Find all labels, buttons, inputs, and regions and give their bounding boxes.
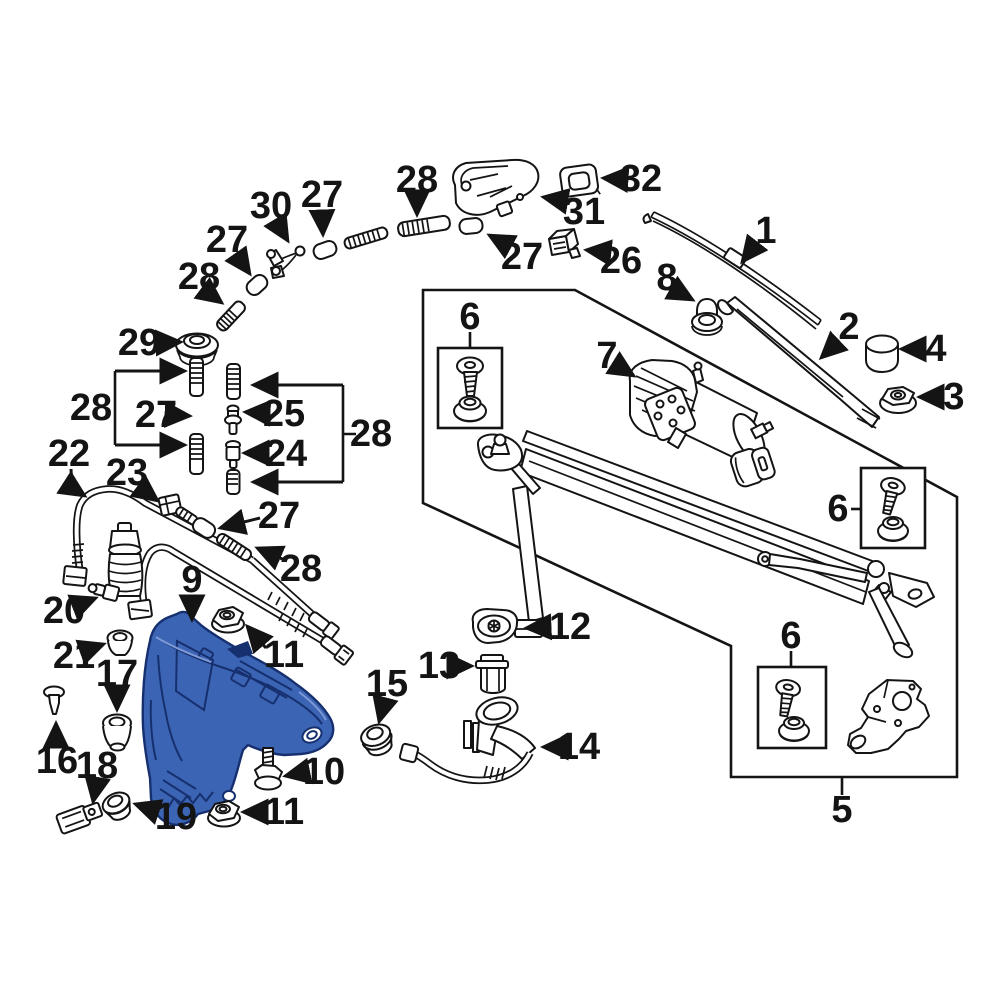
washer-hose-28c bbox=[215, 532, 253, 562]
callout-28-b: 28 bbox=[396, 159, 438, 201]
callout-5: 5 bbox=[831, 789, 852, 831]
hose-segment bbox=[343, 226, 389, 250]
spindle-cap bbox=[865, 334, 899, 373]
callout-11-upper: 11 bbox=[264, 634, 304, 676]
callout-12: 12 bbox=[549, 606, 591, 648]
callout-9: 9 bbox=[181, 559, 202, 601]
hose-stud-left-lower bbox=[189, 433, 204, 475]
callout-16: 16 bbox=[36, 740, 78, 782]
callout-28-right: 28 bbox=[350, 413, 392, 455]
callout-21: 21 bbox=[53, 635, 95, 677]
callout-6-a: 6 bbox=[459, 296, 480, 338]
grommet-15 bbox=[360, 723, 393, 757]
callout-32: 32 bbox=[620, 158, 662, 200]
mounting-bolt-10 bbox=[254, 747, 283, 791]
linkage-mount-bracket bbox=[847, 679, 930, 754]
mounting-kit-box-c bbox=[756, 665, 828, 750]
pump-cover-12 bbox=[471, 608, 519, 644]
washer-pump-20 bbox=[87, 522, 144, 602]
wiper-linkage bbox=[476, 430, 935, 659]
callout-28-c: 28 bbox=[280, 548, 322, 590]
grommet-17 bbox=[102, 713, 132, 752]
callout-28-left: 28 bbox=[70, 387, 112, 429]
check-valve-25 bbox=[224, 404, 242, 435]
pump-grommet-21 bbox=[106, 629, 134, 656]
hose-end-fitting-lower bbox=[319, 635, 354, 666]
callout-11-lower: 11 bbox=[264, 791, 304, 833]
callout-13: 13 bbox=[418, 645, 460, 687]
spindle-nut bbox=[879, 386, 917, 414]
grommet-29 bbox=[175, 332, 219, 367]
callout-18: 18 bbox=[76, 745, 118, 787]
callout-10: 10 bbox=[303, 751, 345, 793]
hose-connector-27d bbox=[191, 517, 217, 539]
callout-17: 17 bbox=[96, 653, 138, 695]
callout-8: 8 bbox=[656, 257, 677, 299]
hose-rib-ticks bbox=[267, 591, 308, 638]
y-connector-30 bbox=[266, 245, 306, 279]
hose-connector-27c bbox=[458, 217, 484, 235]
callout-20: 20 bbox=[43, 590, 85, 632]
callout-27-e: 27 bbox=[501, 236, 543, 278]
filler-hose-14 bbox=[398, 696, 536, 785]
callout-22: 22 bbox=[48, 433, 90, 475]
elbow-connector-23 bbox=[157, 493, 199, 526]
callout-27-box: 27 bbox=[135, 394, 177, 436]
motor-isolator-bushing bbox=[729, 446, 776, 488]
mounting-kit-box-b bbox=[859, 466, 927, 550]
wiper-arm bbox=[717, 296, 881, 429]
spindle-grommet-8 bbox=[691, 298, 723, 336]
callout-23: 23 bbox=[106, 452, 148, 494]
callout-15: 15 bbox=[366, 663, 408, 705]
wiper-blade bbox=[642, 211, 822, 330]
callout-6-c: 6 bbox=[780, 615, 801, 657]
callout-leaders bbox=[42, 166, 945, 826]
washer-nozzle-31 bbox=[452, 158, 540, 218]
washer-reservoir bbox=[141, 610, 335, 827]
callout-26: 26 bbox=[600, 240, 642, 282]
hose-connector-27b bbox=[312, 239, 338, 261]
hose-connector-27a bbox=[245, 273, 269, 297]
callout-28-a: 28 bbox=[178, 256, 220, 298]
callout-27-a: 27 bbox=[206, 219, 248, 261]
callout-labels: 27 30 27 28 28 29 28 27 25 24 28 22 23 2… bbox=[36, 158, 965, 838]
hose-stud-left-upper bbox=[189, 357, 204, 397]
callout-31: 31 bbox=[563, 191, 605, 233]
callout-4: 4 bbox=[925, 328, 946, 370]
level-sensor-18 bbox=[55, 801, 104, 835]
callout-29: 29 bbox=[118, 322, 160, 364]
callout-14: 14 bbox=[558, 726, 600, 768]
callout-7: 7 bbox=[596, 335, 617, 377]
hose-stud-mid-upper bbox=[226, 363, 241, 400]
washer-hose-28a bbox=[216, 300, 246, 332]
callout-24: 24 bbox=[265, 433, 307, 475]
pump-strainer-13 bbox=[475, 654, 509, 694]
callout-27-b: 27 bbox=[301, 174, 343, 216]
callout-25: 25 bbox=[263, 393, 305, 435]
callout-30: 30 bbox=[250, 185, 292, 227]
mounting-kit-box-a bbox=[436, 346, 504, 430]
retaining-clip-26 bbox=[548, 228, 581, 259]
push-rivet-16 bbox=[43, 685, 65, 715]
sensor-grommet-19 bbox=[101, 791, 132, 821]
callout-19: 19 bbox=[155, 796, 197, 838]
connector-24 bbox=[225, 440, 241, 469]
flange-nut-lower bbox=[207, 800, 241, 828]
callout-1: 1 bbox=[755, 210, 776, 252]
flange-nut-upper bbox=[211, 606, 245, 634]
callout-3: 3 bbox=[943, 376, 964, 418]
callout-6-b: 6 bbox=[827, 488, 848, 530]
hose-stud-mid-lower bbox=[226, 469, 241, 495]
callout-27-d: 27 bbox=[258, 495, 300, 537]
callout-2: 2 bbox=[838, 306, 859, 348]
washer-hose-28b bbox=[397, 214, 451, 238]
